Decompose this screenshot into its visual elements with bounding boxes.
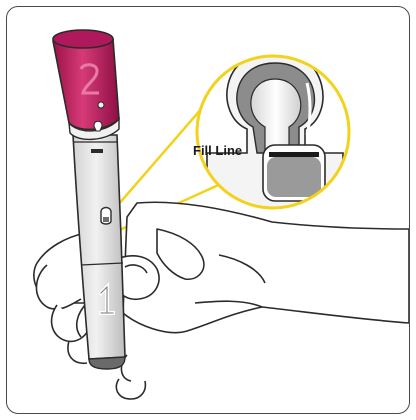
pen-dose-indicator [91, 149, 103, 153]
pen-tip [89, 357, 125, 369]
pen-window-small-inner [103, 217, 109, 222]
cap-clip-hole [98, 102, 104, 108]
fill-line-mark [269, 152, 319, 157]
diagram-frame: 2 1 Fill Line [6, 6, 410, 414]
fill-line-label: Fill Line [193, 143, 242, 158]
cap-top [53, 30, 113, 48]
pen-illustration: 2 1 [7, 7, 409, 413]
pen-keyhole-mark [94, 121, 102, 131]
magnified-callout [197, 51, 349, 223]
medicine-level [267, 157, 321, 197]
